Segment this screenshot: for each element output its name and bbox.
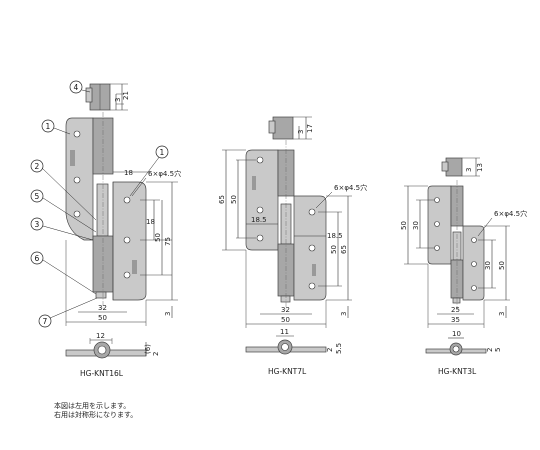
model-large: HG-KNT16L — [80, 369, 124, 378]
dim-small-s5: 5 — [494, 348, 502, 352]
holes-label-large: 6×φ4.5穴 — [148, 169, 181, 178]
model-medium: HG-KNT7L — [268, 367, 307, 376]
dim-small-b25: 25 — [451, 306, 460, 314]
callout-5 — [30, 189, 44, 203]
left-plate-medium — [245, 149, 279, 251]
hinge-large: 3 21 18 18 50 — [65, 83, 181, 378]
callout-7 — [38, 314, 52, 328]
dim-medium-b50: 50 — [281, 316, 290, 324]
pin-cap-detail-large: 3 21 — [85, 83, 130, 111]
hole-large-3 — [73, 210, 81, 218]
dim-small-v30-left: 30 — [412, 221, 420, 230]
callout-1-right — [155, 145, 169, 159]
callout-7-label: 7 — [43, 317, 48, 326]
model-small: HG-KNT3L — [438, 367, 477, 376]
dim-large-v21: 21 — [122, 91, 130, 100]
dim-small-v50-left: 50 — [400, 221, 408, 230]
hole-large-6 — [123, 271, 131, 279]
dim-large-b50: 50 — [98, 314, 107, 322]
holes-label-medium: 6×φ4.5穴 — [334, 183, 367, 192]
callout-1-left — [41, 119, 55, 133]
dim-small-s2: 2 — [486, 348, 494, 352]
dim-large-v75: 75 — [164, 237, 172, 246]
hole-large-5 — [123, 236, 131, 244]
dim-small-b35: 35 — [451, 316, 460, 324]
dim-small-v3: 3 — [465, 168, 473, 172]
dim-medium-v17: 17 — [306, 124, 314, 133]
callout-3 — [30, 217, 44, 231]
dim-large-s2: 2 — [152, 352, 160, 356]
dim-small-v13: 13 — [476, 163, 484, 172]
dim-large-h18-mid: 18 — [146, 218, 155, 226]
callout-6-label: 6 — [35, 254, 40, 263]
callout-3-label: 3 — [35, 220, 40, 229]
callouts: 4 1 1 2 5 3 6 7 — [30, 80, 169, 328]
dim-medium-v50-left: 50 — [230, 195, 238, 204]
callout-1-left-label: 1 — [46, 122, 51, 131]
dim-medium-h18-5-left: 18.5 — [251, 216, 267, 224]
hole-large-2 — [73, 176, 81, 184]
dim-small-v30-right: 30 — [484, 261, 492, 270]
dim-medium-v65-left: 65 — [218, 195, 226, 204]
dim-large-v50: 50 — [154, 233, 162, 242]
dim-medium-b32: 32 — [281, 306, 290, 314]
side-view-medium: 11 2 5.5 — [245, 328, 343, 355]
callout-1-right-label: 1 — [160, 148, 165, 157]
hinge-small: 3 13 50 30 30 50 3 6×φ4. — [400, 157, 527, 376]
dim-medium-s2: 2 — [326, 348, 334, 352]
callout-4 — [69, 80, 83, 94]
holes-label-small: 6×φ4.5穴 — [494, 209, 527, 218]
dim-large-v3-top: 3 — [114, 98, 122, 102]
dim-large-b32: 32 — [98, 304, 107, 312]
callout-6 — [30, 251, 44, 265]
dim-small-v50-right: 50 — [498, 261, 506, 270]
dim-large-h18-top: 18 — [124, 169, 133, 177]
dim-medium-v3: 3 — [297, 130, 305, 134]
pin-cap-detail-medium: 3 17 — [268, 116, 314, 140]
dim-small-v3-side: 3 — [498, 312, 506, 316]
dim-large-s12: 12 — [96, 332, 105, 340]
callout-5-label: 5 — [35, 192, 40, 201]
dim-medium-v3-side: 3 — [340, 312, 348, 316]
pin-cap-detail-small: 3 13 — [441, 157, 484, 177]
callout-4-label: 4 — [74, 83, 79, 92]
note-line-1: 本図は左用を示します。 — [54, 402, 131, 410]
hole-large-4 — [123, 196, 131, 204]
dim-medium-s11: 11 — [280, 328, 289, 336]
side-view-small: 10 2 5 — [425, 330, 502, 356]
dim-medium-v50-right: 50 — [330, 245, 338, 254]
hole-large-1 — [73, 130, 81, 138]
dim-medium-h18-5-right: 18.5 — [327, 232, 343, 240]
dim-small-s10: 10 — [452, 330, 461, 338]
side-view-large: 12 (6) 2 — [65, 332, 160, 359]
dim-medium-s5-5: 5.5 — [335, 343, 343, 354]
dim-large-s6: (6) — [144, 344, 152, 354]
callout-2 — [30, 159, 44, 173]
hinge-medium: 3 17 65 50 18.5 18.5 50 — [218, 116, 367, 376]
pin-barrel-large — [96, 183, 109, 237]
dim-large-v3-side: 3 — [164, 312, 172, 316]
callout-2-label: 2 — [35, 162, 40, 171]
note-line-2: 右用は対称形になります。 — [54, 411, 138, 419]
dim-medium-v65-right: 65 — [340, 245, 348, 254]
